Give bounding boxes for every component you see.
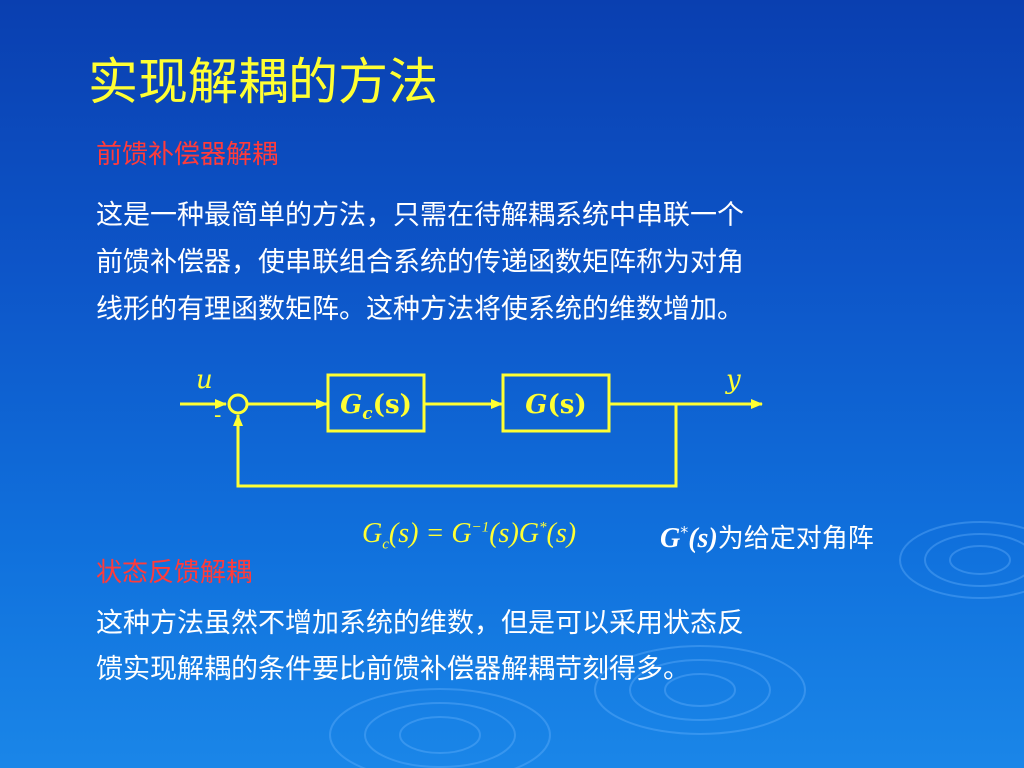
compensator-label: Gc(s)	[340, 390, 412, 424]
input-label: u	[196, 365, 213, 395]
paragraph-line: 馈实现解耦的条件要比前馈补偿器解耦苛刻得多。	[96, 654, 690, 685]
paragraph-line: 这是一种最简单的方法，只需在待解耦系统中串联一个	[96, 200, 744, 231]
section-paragraph-state-feedback: 这种方法虽然不增加系统的维数，但是可以采用状态反 馈实现解耦的条件要比前馈补偿器…	[96, 601, 936, 693]
summing-junction	[227, 393, 249, 415]
section-heading-state-feedback: 状态反馈解耦	[96, 558, 253, 588]
paragraph-line: 这种方法虽然不增加系统的维数，但是可以采用状态反	[96, 608, 744, 639]
minus-sign: -	[214, 403, 221, 428]
section-paragraph-feedforward: 这是一种最简单的方法，只需在待解耦系统中串联一个 前馈补偿器，使串联组合系统的传…	[96, 192, 936, 333]
feedback-path	[233, 404, 678, 488]
output-label: y	[725, 365, 741, 395]
paragraph-line: 前馈补偿器，使串联组合系统的传递函数矩阵称为对角	[96, 247, 744, 278]
formula-note: G*(s)为给定对角阵	[660, 522, 874, 554]
slide-title: 实现解耦的方法	[88, 53, 438, 111]
plant-label: G(s)	[525, 390, 586, 420]
paragraph-line: 线形的有理函数矩阵。这种方法将使系统的维数增加。	[96, 294, 744, 325]
decoupling-formula: Gc(s) = G−1(s)G*(s)	[362, 518, 577, 553]
section-heading-feedforward: 前馈补偿器解耦	[96, 140, 279, 170]
